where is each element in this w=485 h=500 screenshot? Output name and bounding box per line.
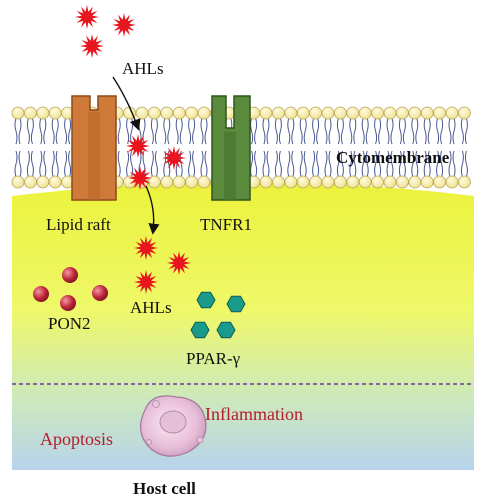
ahl-star-icon bbox=[128, 166, 152, 190]
ahl-star-icon bbox=[75, 5, 99, 29]
pon2-bead-icon bbox=[62, 267, 78, 283]
ahl-star-icon bbox=[134, 236, 158, 260]
lipid-raft-label: Lipid raft bbox=[46, 215, 111, 234]
ahl-star-icon bbox=[112, 13, 136, 37]
ppar-hexagon-icon bbox=[196, 291, 216, 309]
inflammation-label: Inflammation bbox=[205, 404, 303, 424]
cytomembrane-label: Cytomembrane bbox=[336, 148, 450, 167]
lipid-raft-channel bbox=[71, 95, 117, 201]
pon2-label: PON2 bbox=[48, 314, 91, 333]
ahl-star-icon bbox=[126, 134, 150, 158]
ahl-star-icon bbox=[80, 34, 104, 58]
ppar-label: PPAR-γ bbox=[186, 349, 241, 368]
ahl-star-icon bbox=[134, 270, 158, 294]
apoptosis-label: Apoptosis bbox=[40, 429, 114, 449]
ahls-inside-label: AHLs bbox=[130, 298, 172, 317]
tnfr1-channel bbox=[211, 95, 251, 201]
ahl-entry-arrow bbox=[112, 76, 141, 131]
tnfr1-label: TNFR1 bbox=[200, 215, 252, 234]
ppar-cluster bbox=[190, 291, 246, 339]
ppar-hexagon-icon bbox=[190, 321, 210, 339]
apoptotic-cell-icon bbox=[139, 395, 207, 457]
ppar-hexagon-icon bbox=[216, 321, 236, 339]
ppar-hexagon-icon bbox=[226, 295, 246, 313]
cytoplasm bbox=[12, 182, 474, 470]
pon2-bead-icon bbox=[33, 286, 49, 302]
pon2-bead-icon bbox=[60, 295, 76, 311]
ahl-star-icon bbox=[167, 251, 191, 275]
host-cell-label: Host cell bbox=[133, 479, 196, 498]
pon2-cluster bbox=[33, 267, 108, 311]
ahl-star-icon bbox=[162, 146, 186, 170]
ahls-outside-label: AHLs bbox=[122, 59, 164, 78]
pon2-bead-icon bbox=[92, 285, 108, 301]
ahl-internalization-arrow bbox=[145, 185, 160, 235]
